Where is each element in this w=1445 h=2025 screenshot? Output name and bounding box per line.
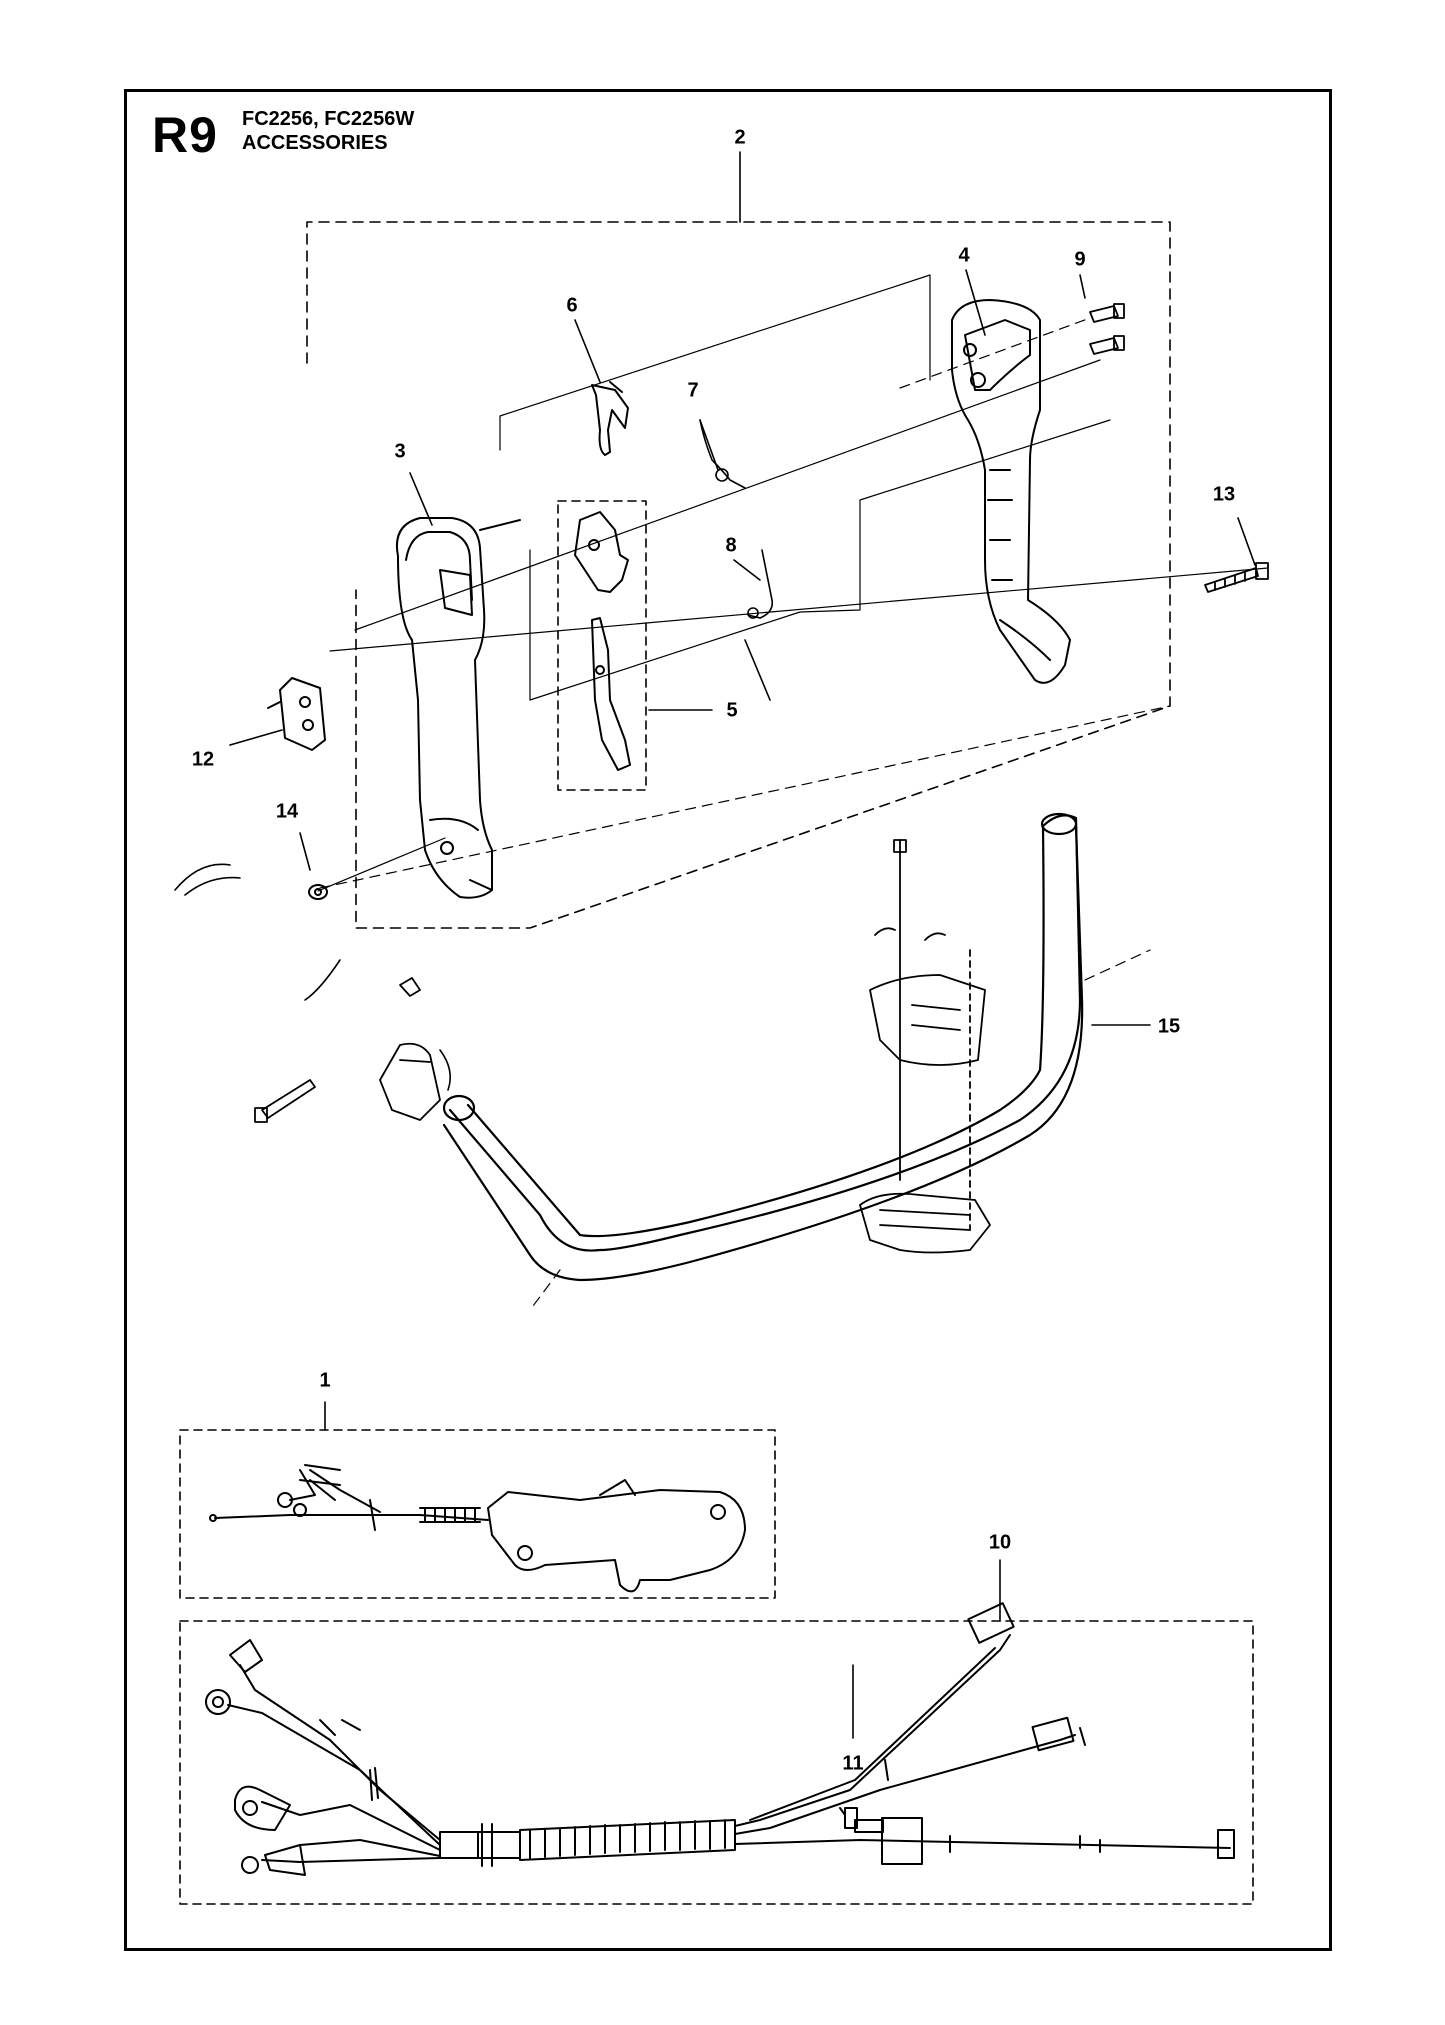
callout-4: 4 xyxy=(958,244,970,267)
callout-3: 3 xyxy=(394,440,406,463)
screw-13 xyxy=(1204,562,1269,593)
leader-lines xyxy=(229,151,1269,1739)
stop-switch xyxy=(267,677,326,751)
handle-half-left xyxy=(396,517,521,899)
group-box-5 xyxy=(557,500,647,791)
callout-9: 9 xyxy=(1074,248,1086,271)
cable-harness xyxy=(205,1602,1235,1876)
spring-7 xyxy=(699,419,746,489)
model-numbers: FC2256, FC2256W xyxy=(242,108,415,130)
callout-10: 10 xyxy=(988,1531,1012,1554)
clamp-bolt xyxy=(254,977,441,1123)
callout-12: 12 xyxy=(191,748,215,771)
detail-arcs xyxy=(174,863,451,1091)
throttle-handle-assembly xyxy=(209,1464,746,1593)
handle-half-right xyxy=(951,299,1071,684)
callout-2: 2 xyxy=(734,126,746,149)
page-frame xyxy=(124,89,1332,1951)
callout-5: 5 xyxy=(726,699,738,722)
callout-14: 14 xyxy=(275,800,299,823)
section-code: R9 xyxy=(152,107,218,163)
group-box-1 xyxy=(179,1429,776,1599)
callout-1: 1 xyxy=(319,1369,331,1392)
nut-14 xyxy=(308,884,328,900)
callout-8: 8 xyxy=(725,534,737,557)
loop-handle xyxy=(442,812,1151,1311)
callout-6: 6 xyxy=(566,294,578,317)
callout-7: 7 xyxy=(687,379,699,402)
section-title: ACCESSORIES xyxy=(242,132,388,154)
loop-clamp xyxy=(859,839,991,1254)
screw-9 xyxy=(899,303,1125,389)
throttle-trigger xyxy=(574,511,631,771)
throttle-lockout xyxy=(591,381,629,456)
group-box-10 xyxy=(179,1620,1254,1905)
callout-13: 13 xyxy=(1212,483,1236,506)
callout-11: 11 xyxy=(842,1752,864,1775)
spring-8 xyxy=(744,549,774,701)
callout-15: 15 xyxy=(1157,1015,1181,1038)
